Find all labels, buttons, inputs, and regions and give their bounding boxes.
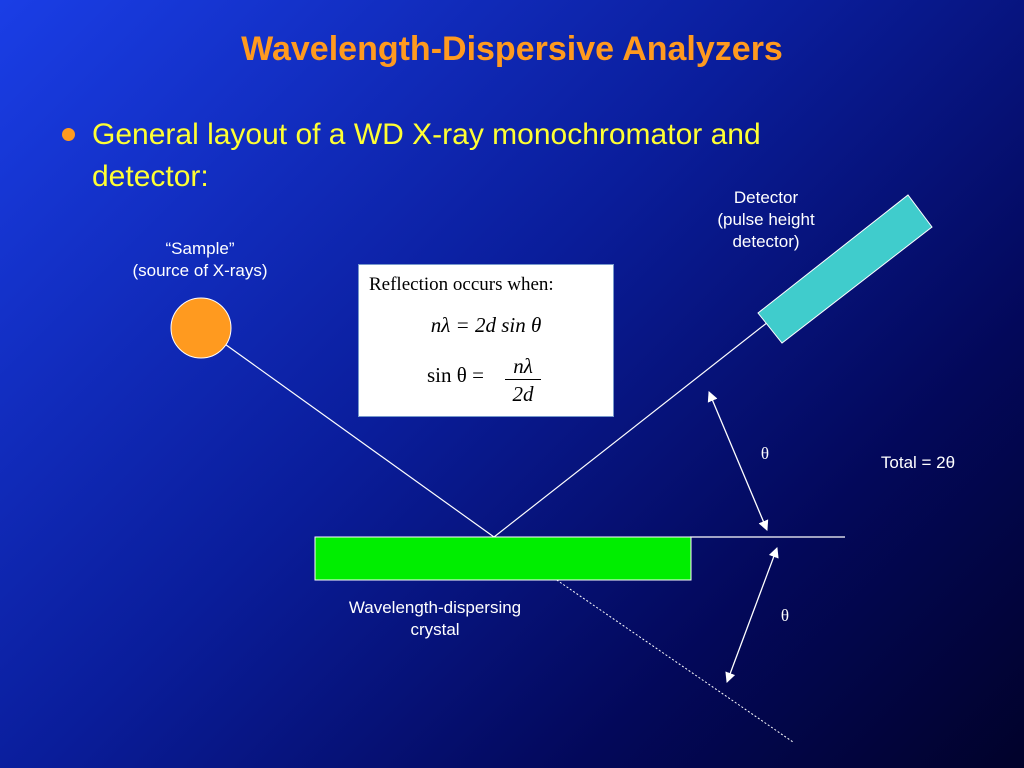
sample-source [170,297,232,359]
crystal [314,536,692,581]
bullet-dot [62,128,75,141]
detector-label-line2: (pulse height [717,210,815,229]
crystal-label-line1: Wavelength-dispersing [348,598,522,617]
crystal-label-line2: crystal [410,620,460,639]
theta-lower-label: θ [780,606,790,625]
sample-label-line2: (source of X-rays) [132,261,268,280]
bragg-equation: nλ = 2d sin θ [430,313,542,337]
sample-label-line1: “Sample” [165,239,235,258]
detector-label-line1: Detector [733,188,799,207]
sample-label: “Sample” (source of X-rays) [100,238,300,282]
fraction-numerator: nλ [513,354,533,378]
total-angle-label: Total = 2θ [880,453,956,472]
theta-arrow-lower [725,547,779,683]
detector-label: Detector (pulse height detector) [686,187,846,253]
theta-upper-label: θ [760,444,770,463]
formula-box: Reflection occurs when: nλ = 2d sin θ si… [358,264,614,417]
detector [757,194,933,344]
fraction-denominator: 2d [512,382,534,406]
bullet-text: General layout of a WD X-ray monochromat… [92,118,761,193]
fraction-bar [505,379,541,380]
fraction: nλ 2d [505,353,541,408]
reflected-ray [493,321,769,538]
crystal-label: Wavelength-dispersing crystal [315,597,555,641]
slide-title: Wavelength-Dispersive Analyzers [241,30,783,68]
theta-arrow-upper [707,391,769,531]
sin-theta-equation-left: sin θ = [427,363,484,387]
formula-heading: Reflection occurs when: [369,274,554,295]
detector-label-line3: detector) [732,232,800,251]
incident-ray [221,341,495,538]
